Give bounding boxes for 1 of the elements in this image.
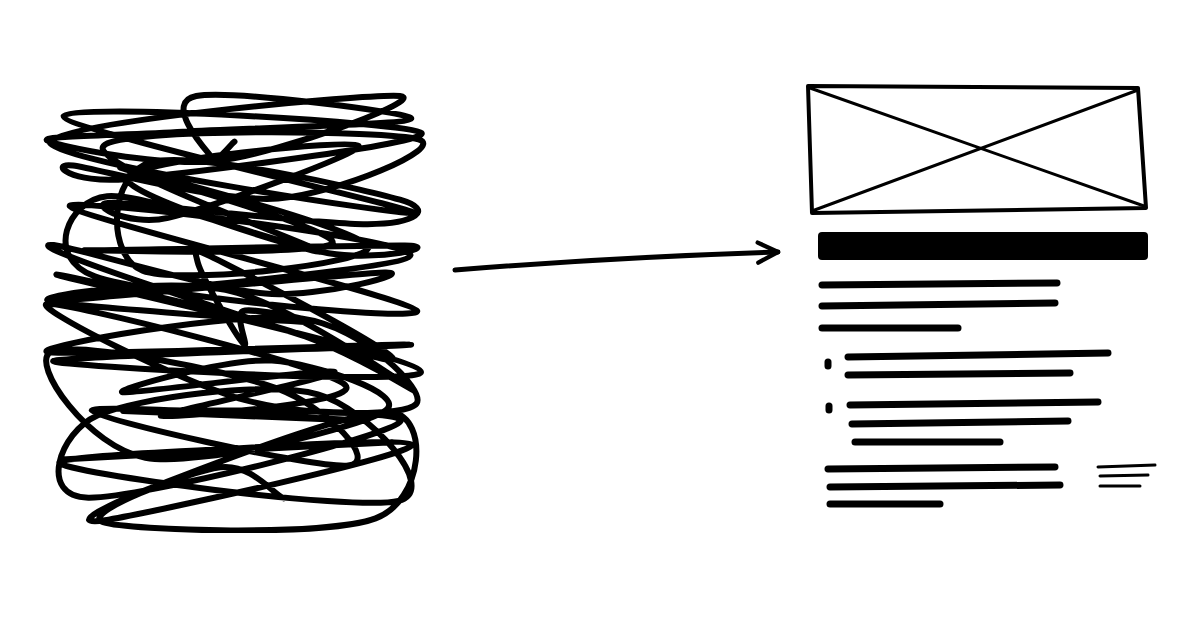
arrow [452,240,781,273]
